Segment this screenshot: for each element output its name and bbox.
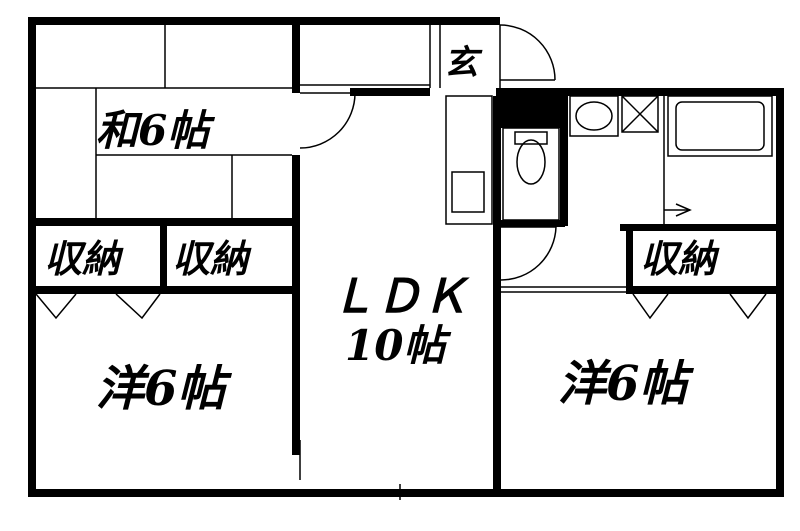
thin-lines (29, 24, 773, 500)
room-label-western-left: 洋6帖 (96, 361, 232, 417)
room-label-ldk: ＬＤＫ (330, 269, 470, 323)
inner-walls (36, 25, 780, 496)
room-label-western-right: 洋6帖 (558, 356, 694, 412)
room-label-storage-1: 収納 (44, 236, 124, 281)
room-label-storage-3: 収納 (640, 236, 720, 281)
room-label-genkan: 玄 (444, 43, 483, 83)
room-label-ldk-size: 10帖 (345, 321, 451, 370)
room-label-storage-2: 収納 (172, 236, 252, 281)
room-label-washitsu: 和6帖 (96, 106, 215, 155)
